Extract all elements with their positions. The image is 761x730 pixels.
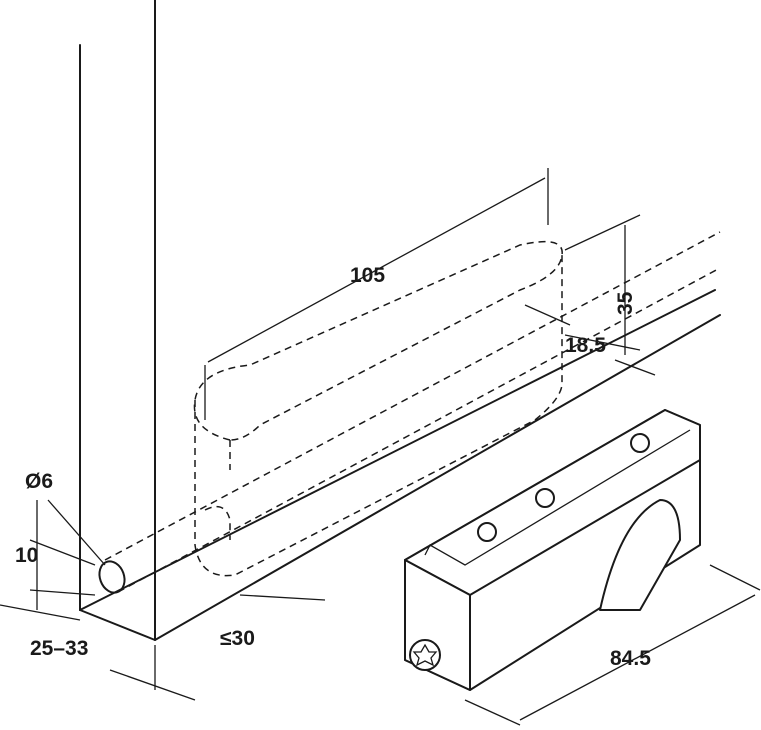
dimension-fitting-length: 84.5 [610, 647, 651, 670]
dimension-hole-height: 10 [15, 544, 38, 567]
dimension-panel-thickness: 25–33 [30, 637, 88, 660]
routed-slot-outline [193, 240, 563, 577]
dimension-edge-distance: ≤30 [220, 627, 255, 650]
dimension-slot-length: 105 [350, 264, 385, 287]
dimension-slot-offset: 18.5 [565, 334, 606, 357]
dimension-slot-height: 35 [614, 291, 637, 315]
dimension-lines [0, 168, 761, 726]
roller-fitting [404, 409, 701, 691]
dimension-hole-diameter: Ø6 [25, 470, 53, 493]
drill-hole [98, 231, 721, 594]
